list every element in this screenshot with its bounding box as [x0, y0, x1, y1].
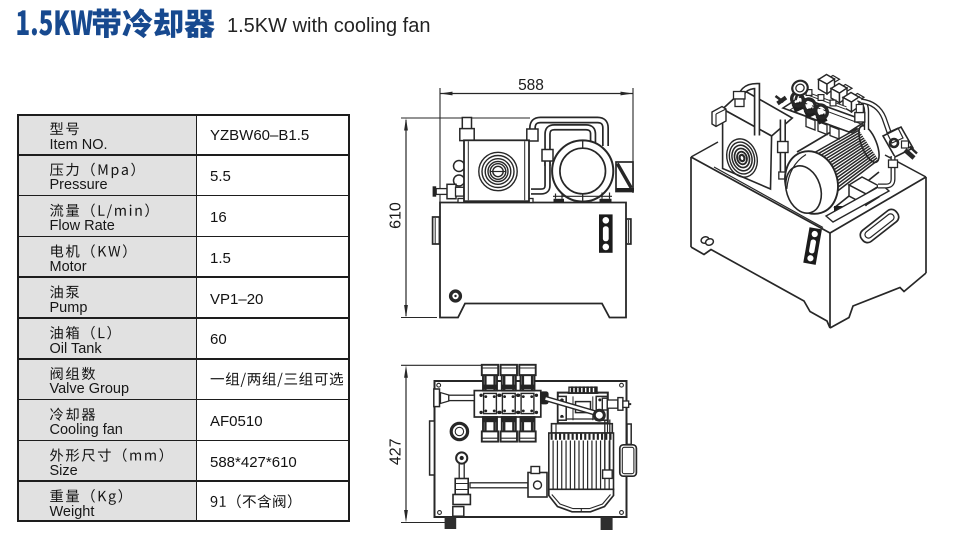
svg-text:427: 427: [388, 438, 405, 465]
svg-text:588: 588: [518, 77, 544, 94]
svg-text:610: 610: [388, 202, 405, 229]
